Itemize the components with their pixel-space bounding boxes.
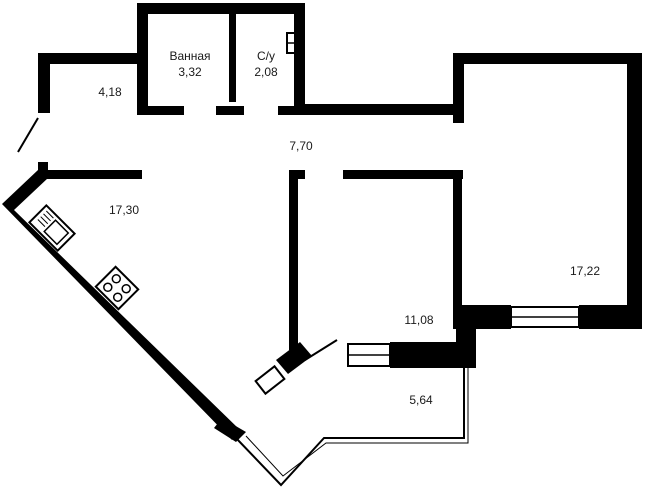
room-name: С/у bbox=[257, 49, 275, 63]
wall-kitchen-top bbox=[38, 170, 142, 179]
room-label-wc: С/у 2,08 bbox=[244, 49, 288, 79]
room-area: 4,18 bbox=[98, 85, 122, 99]
wall-corridor-top bbox=[294, 104, 464, 115]
wall-top-bath bbox=[137, 3, 305, 14]
room-area: 11,08 bbox=[404, 313, 434, 327]
room-label-hall-small: 4,18 bbox=[90, 85, 130, 99]
radiator-icon bbox=[347, 343, 391, 367]
wall-bath-bottom-a bbox=[137, 106, 184, 115]
walls bbox=[2, 3, 642, 442]
room-area: 7,70 bbox=[289, 139, 313, 153]
wall-bedroom-top bbox=[453, 53, 642, 64]
balcony-door-frame bbox=[276, 342, 312, 374]
room-label-bedroom-large: 17,22 bbox=[563, 264, 607, 278]
wall-small-bedroom-left bbox=[289, 170, 298, 350]
room-area: 2,08 bbox=[254, 65, 278, 79]
room-label-bathroom: Ванная 3,32 bbox=[160, 49, 220, 79]
door-icon bbox=[17, 117, 39, 153]
wall-small-bedroom-corner bbox=[456, 305, 476, 368]
room-area: 5,64 bbox=[409, 393, 433, 407]
sink-icon bbox=[27, 203, 77, 253]
room-area: 17,22 bbox=[569, 264, 601, 278]
wall-small-bedroom-top bbox=[343, 170, 463, 179]
room-label-kitchen-living: 17,30 bbox=[102, 203, 146, 217]
wall-kitchen-diagonal-end bbox=[214, 418, 246, 442]
room-area: 17,30 bbox=[108, 203, 140, 217]
wall-bedroom-left-upper bbox=[453, 53, 464, 123]
wall-small-bedroom-top-stub bbox=[289, 170, 305, 179]
stove-icon bbox=[94, 265, 140, 311]
room-label-bedroom-small: 11,08 bbox=[397, 313, 441, 327]
room-area: 3,32 bbox=[178, 65, 202, 79]
wall-hall-top bbox=[38, 53, 148, 64]
wall-bath-wc-divider bbox=[229, 14, 236, 102]
room-name: Ванная bbox=[169, 49, 211, 63]
wall-bedroom-left-lower bbox=[453, 170, 462, 310]
window-icon bbox=[510, 306, 580, 328]
wall-hall-left bbox=[38, 53, 50, 113]
wall-wc-bottom bbox=[278, 106, 305, 115]
wall-bedroom-bottom-right bbox=[579, 305, 642, 329]
room-label-corridor: 7,70 bbox=[279, 139, 323, 153]
balcony-threshold bbox=[254, 364, 286, 396]
balcony-outline bbox=[235, 366, 469, 487]
wall-kitchen-corner-left bbox=[38, 162, 48, 178]
room-label-balcony: 5,64 bbox=[399, 393, 443, 407]
wall-wc-right bbox=[294, 3, 305, 115]
wall-bedroom-right bbox=[627, 53, 642, 329]
wall-bath-bottom-b bbox=[216, 106, 244, 115]
wall-kitchen-diagonal bbox=[2, 170, 240, 440]
